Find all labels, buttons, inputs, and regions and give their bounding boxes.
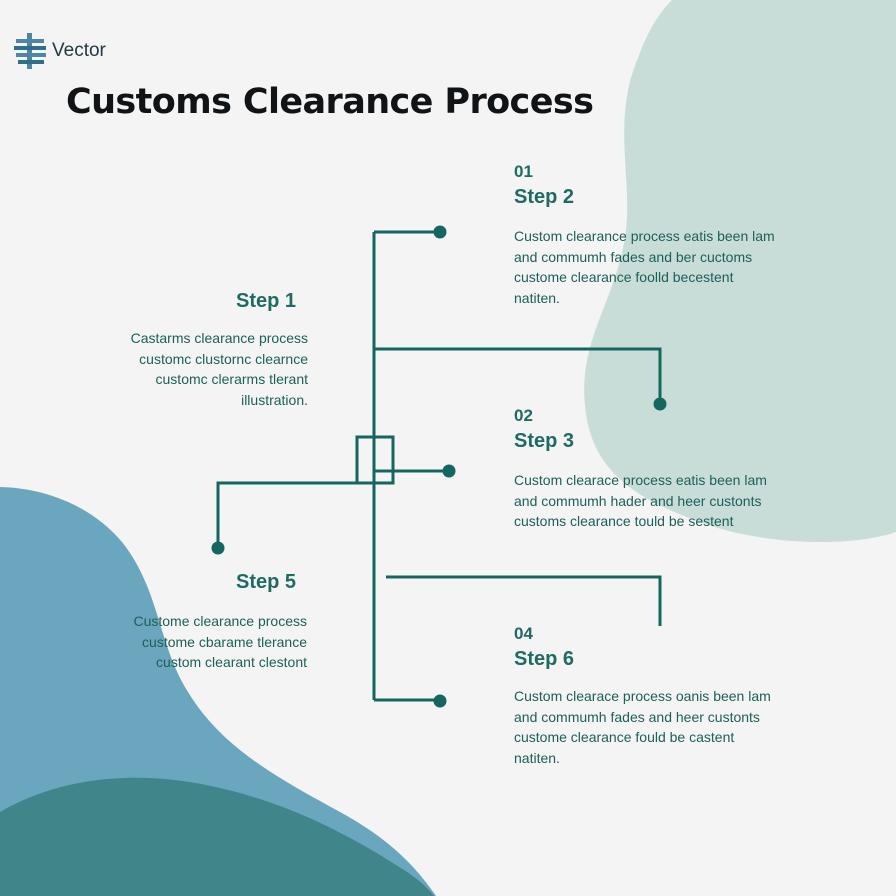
- step-1-line: Castarms clearance process: [130, 330, 308, 346]
- node-dot-step-6: [433, 694, 447, 708]
- step-number-01: 01: [514, 162, 533, 181]
- step-title-5: Step 5: [236, 571, 297, 593]
- step-6-line: custome clearance fould be castent: [514, 729, 735, 745]
- step-title-3: Step 3: [514, 430, 575, 452]
- step-3-line: Custom clearace process eatis been lam: [514, 472, 767, 488]
- step-1-line: customc clerarms tlerant: [155, 371, 308, 387]
- branch-step-5: [216, 481, 374, 548]
- node-dot-step-5: [211, 541, 225, 555]
- step-title-2: Step 2: [514, 186, 575, 208]
- step-title-1: Step 1: [236, 290, 297, 312]
- step-3-line: customs clearance tould be sestent: [514, 513, 734, 529]
- step-6-line: and commumh fades and heer custonts: [514, 708, 760, 725]
- step-2-line: Custom clearance process eatis been lam: [514, 228, 775, 244]
- step-5-line: Custome clearance process: [133, 613, 307, 629]
- step-2-line: custome clearance foolld becestent: [514, 269, 734, 285]
- step-description-1: Castarms clearance process customc clust…: [131, 328, 308, 410]
- brand-name: Vector: [52, 40, 106, 61]
- center-junction-box: [355, 435, 395, 485]
- branch-step-6-top: [386, 575, 662, 626]
- node-dot-step-3b: [442, 464, 456, 478]
- step-description-6: Custom clearace process oanis been lam a…: [514, 686, 771, 768]
- page-title: Customs Clearance Process: [66, 82, 594, 122]
- brand-logo[interactable]: Vector: [14, 33, 106, 69]
- step-title-6: Step 6: [514, 648, 575, 670]
- step-description-2: Custom clearance process eatis been lam …: [514, 226, 775, 308]
- step-1-line: illustration.: [241, 391, 308, 408]
- step-2-line: and commumh fades and ber cuctoms: [514, 248, 753, 265]
- node-dot-step-3: [653, 397, 667, 411]
- step-5-line: custome cbarame tlerance: [142, 633, 307, 650]
- step-description-5: Custome clearance process custome cbaram…: [133, 611, 307, 673]
- node-dot-step-2: [433, 225, 447, 239]
- step-6-line: Custom clearace process oanis been lam: [514, 688, 771, 704]
- deep-teal-blob: [0, 777, 434, 896]
- step-number-02: 02: [514, 406, 533, 425]
- step-2-line: natiten.: [514, 289, 560, 306]
- branch-step-3-right: [374, 347, 662, 404]
- step-number-04: 04: [514, 624, 533, 643]
- step-1-line: customc clustornc clearnce: [139, 350, 308, 367]
- step-3-line: and commumh hader and heer custonts: [514, 492, 762, 509]
- step-6-line: natiten.: [514, 749, 560, 766]
- stacked-bars-logo-icon: [14, 33, 46, 69]
- step-5-line: custom clearant clestont: [156, 654, 307, 670]
- step-description-3: Custom clearace process eatis been lam a…: [514, 470, 767, 532]
